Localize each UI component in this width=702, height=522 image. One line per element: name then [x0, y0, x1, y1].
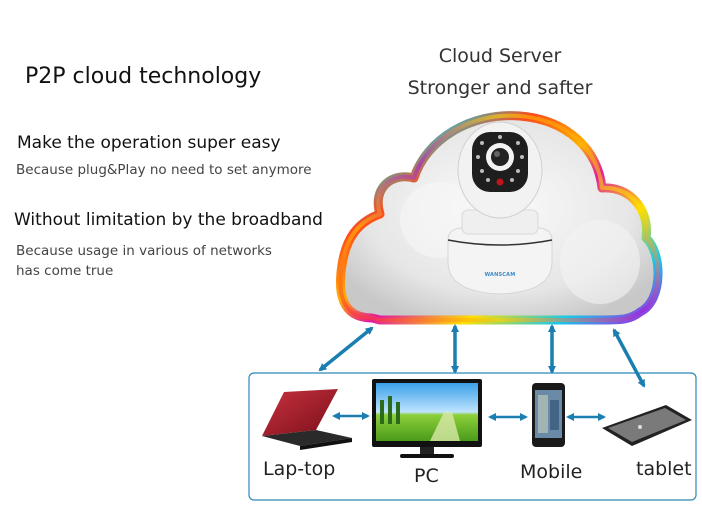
device-label-laptop: Lap-top	[263, 458, 336, 480]
feature-detail-broadband-2: has come true	[16, 263, 114, 279]
cloud-server-caption: Cloud Server Stronger and safter	[400, 40, 600, 104]
tablet-icon	[602, 405, 692, 446]
devices-box	[248, 372, 697, 501]
ip-camera-icon	[447, 121, 553, 295]
cloud-server-line-1: Cloud Server	[438, 45, 562, 67]
smartphone-icon	[532, 383, 565, 447]
page-title: P2P cloud technology	[25, 64, 262, 89]
device-label-tablet: tablet	[636, 458, 692, 480]
laptop-icon	[262, 389, 352, 450]
feature-detail-easy: Because plug&Play no need to set anymore	[16, 162, 312, 178]
feature-heading-easy: Make the operation super easy	[17, 133, 281, 153]
camera-brand-logo: WANSCAM	[484, 272, 516, 278]
arrow-cloud-laptop	[318, 326, 374, 372]
device-label-mobile: Mobile	[520, 461, 583, 483]
cloud-server-line-2: Stronger and safter	[407, 77, 593, 99]
device-label-pc: PC	[414, 465, 439, 487]
feature-heading-broadband: Without limitation by the broadband	[14, 210, 323, 230]
connection-arrows	[318, 324, 646, 388]
feature-detail-broadband-1: Because usage in various of networks	[16, 243, 272, 259]
monitor-icon	[372, 379, 482, 458]
arrow-cloud-tablet	[612, 328, 646, 388]
